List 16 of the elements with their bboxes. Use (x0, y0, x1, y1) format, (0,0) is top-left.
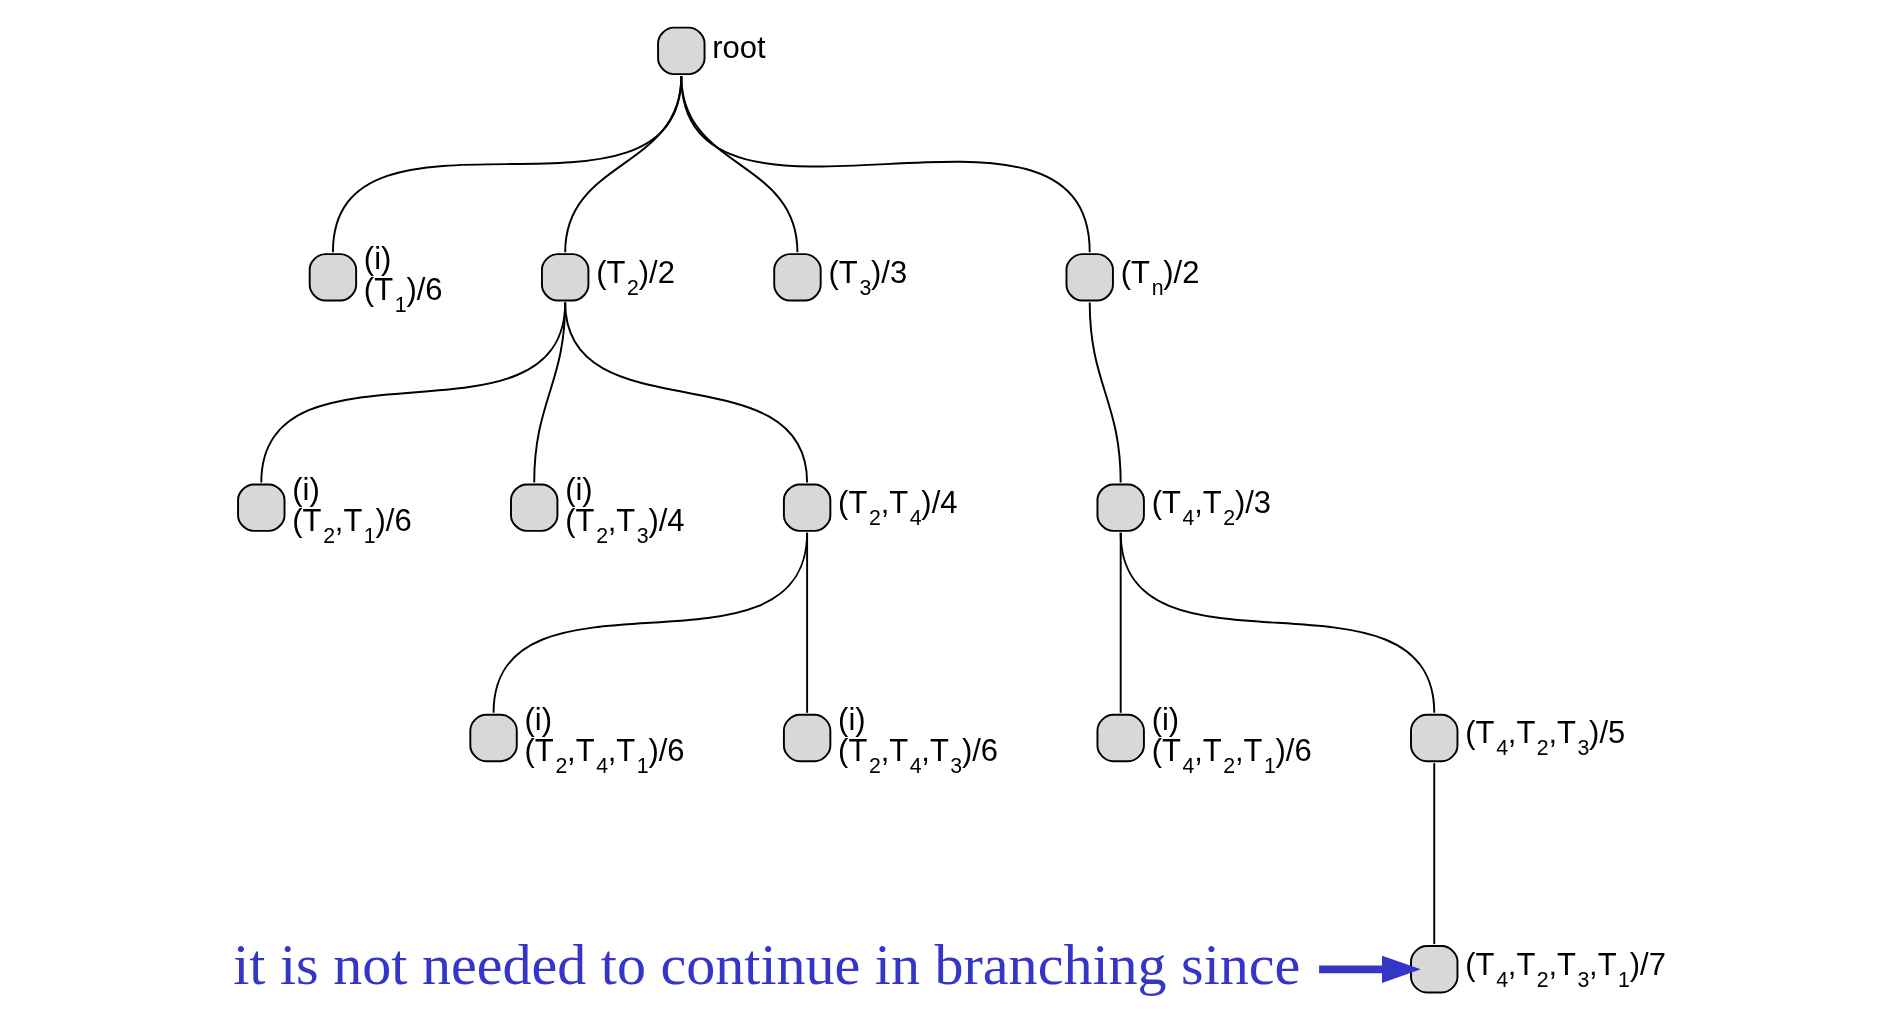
connector (1433, 762, 1436, 946)
connector (564, 301, 809, 484)
connector (806, 531, 809, 714)
node-label: (T$_{4}$,T$_{2}$,T$_{3}$)/5 (1465, 715, 1626, 761)
node-label: (T$_{4}$,T$_{2}$,T$_{3}$,T$_{1}$)/7 (1465, 946, 1666, 992)
node-label: (T$_{2}$,T$_{4}$)/4 (838, 485, 958, 531)
connector (492, 531, 809, 714)
node-label: root (712, 30, 766, 66)
node-label: (T$_{n}$)/2 (1120, 254, 1200, 300)
node-label: (T$_{4}$,T$_{2}$)/3 (1151, 485, 1272, 531)
node-text: it is not needed to continue in branching since (233, 931, 1301, 997)
connector (1088, 301, 1122, 484)
connector (680, 75, 1091, 254)
node-label: (T$_{3}$)/3 (828, 254, 908, 300)
connector (1119, 531, 1436, 714)
node-label: (T$_{2}$)/2 (596, 254, 675, 300)
